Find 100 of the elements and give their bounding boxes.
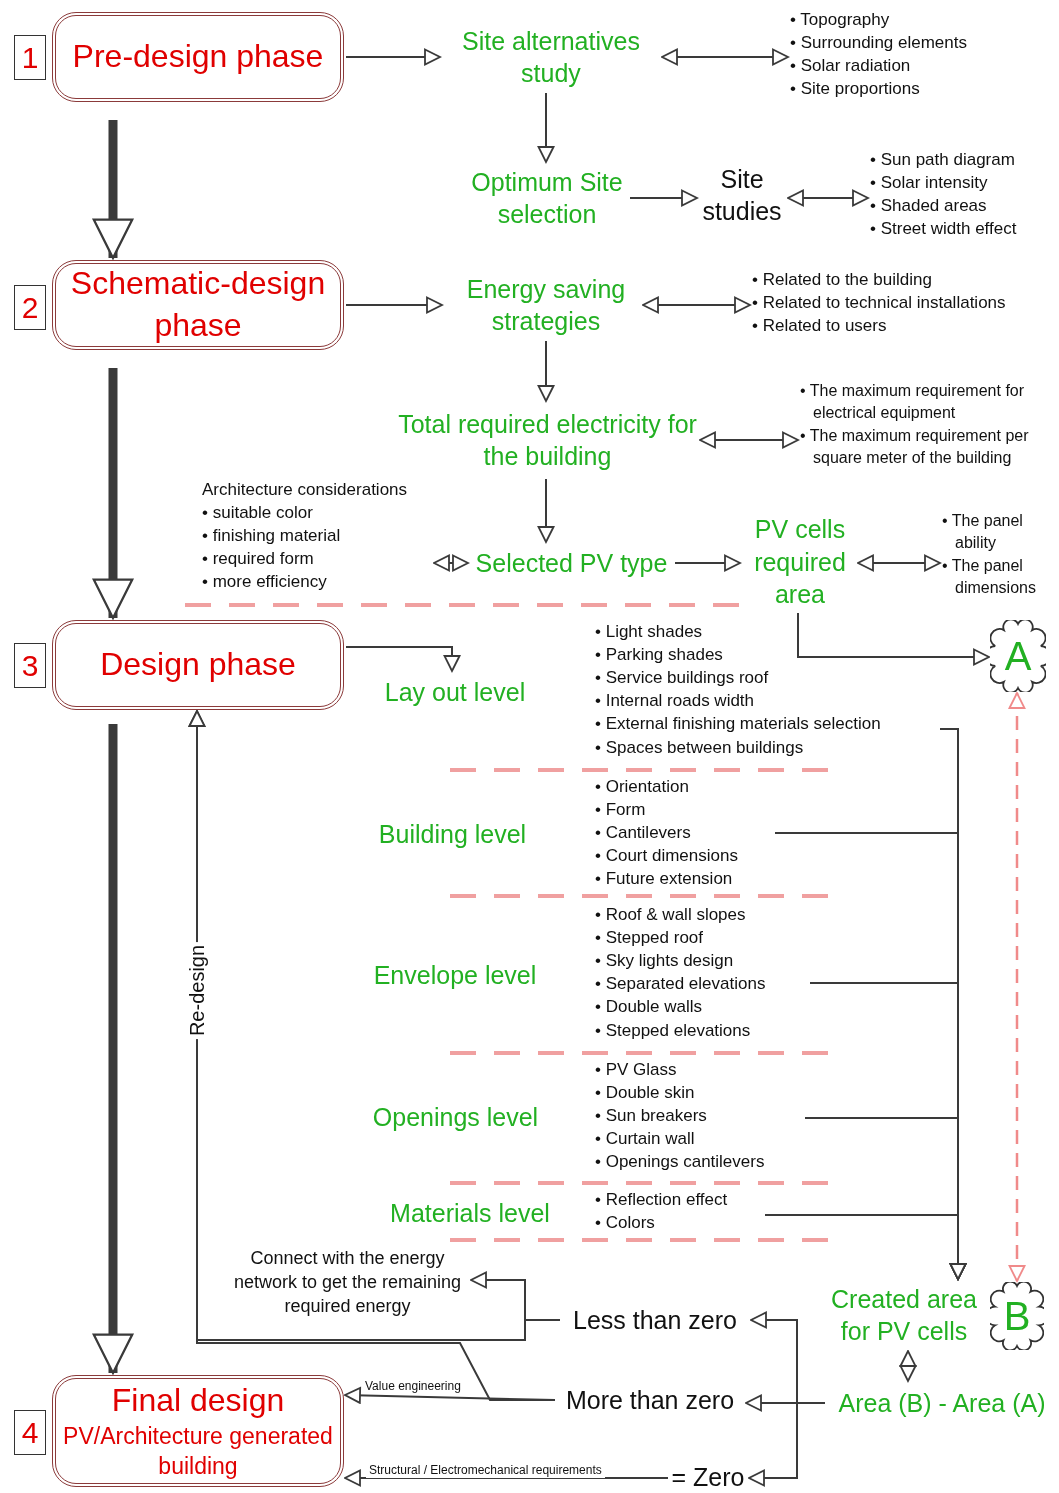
block-arrow xyxy=(92,368,134,620)
block-arrow xyxy=(92,120,134,260)
arrow xyxy=(748,1402,826,1487)
bullet-item: • Service buildings roof xyxy=(595,667,770,690)
phase-box xyxy=(52,12,344,102)
bullet-item: • External finishing materials selection xyxy=(595,713,882,736)
phase-box xyxy=(52,620,344,710)
phase-box xyxy=(52,260,344,350)
step-label: PV cells required area xyxy=(753,514,847,611)
step-number: 1 xyxy=(14,35,46,80)
step-number: 2 xyxy=(14,285,46,330)
phase-title: Design phase xyxy=(100,645,296,685)
arrow xyxy=(433,554,469,572)
step-label: Energy saving strategies xyxy=(465,273,627,337)
arrow xyxy=(699,431,799,449)
bullet-item: • Reflection effect xyxy=(595,1189,729,1211)
bullet-item: • required form xyxy=(202,548,315,571)
bullet-item: • Curtain wall xyxy=(595,1128,696,1151)
arrow xyxy=(797,612,990,666)
bullet-item: • Street width effect xyxy=(870,218,1018,241)
bullet-item: • Court dimensions xyxy=(595,845,739,868)
step-number: 4 xyxy=(14,1410,46,1455)
arrow xyxy=(661,48,789,66)
edge-label: Structural / Electromechanical requirements xyxy=(366,1462,605,1478)
bullet-item: • Related to users xyxy=(752,315,888,338)
bullet-item: • Light shades xyxy=(595,621,704,643)
outcome-label: Less than zero xyxy=(573,1304,737,1336)
bullet-item: • Parking shades xyxy=(595,644,724,667)
arrow xyxy=(537,478,555,543)
arrow xyxy=(642,296,751,314)
step-label: Total required electricity for the building xyxy=(397,408,698,472)
arrow xyxy=(344,1469,669,1487)
bullet-item: • suitable color xyxy=(202,502,314,525)
arrow xyxy=(787,189,869,207)
bullet-item: • Topography xyxy=(790,9,891,31)
arrow xyxy=(764,1214,967,1280)
bullet-item: • more efficiency xyxy=(202,571,328,594)
bullet-item: • Solar intensity xyxy=(870,172,989,195)
list-heading: Architecture considerations xyxy=(202,479,409,501)
outcome-label: Site studies xyxy=(701,163,783,227)
arrow xyxy=(344,1386,556,1404)
step-number: 3 xyxy=(14,643,46,688)
bullet-item: • Internal roads width xyxy=(595,690,756,713)
phase-box xyxy=(52,1375,344,1487)
arrow xyxy=(629,189,698,207)
bullet-item: • Future extension xyxy=(595,868,734,891)
bullet-item: • Related to the building xyxy=(752,269,933,291)
arrow xyxy=(537,340,555,402)
bullet-item: • Site proportions xyxy=(790,78,921,101)
phase-title: Schematic-design phase xyxy=(69,264,327,345)
bullet-item: • Stepped elevations xyxy=(595,1019,752,1042)
bullet-item: • The maximum requirement for electrical equipment xyxy=(800,381,1026,424)
step-label: Lay out level xyxy=(384,676,526,708)
phase-title: Final design xyxy=(111,1381,285,1421)
bullet-item: • Orientation xyxy=(595,776,690,798)
bullet-item: • Cantilevers xyxy=(595,822,692,845)
phase-subtitle: PV/Architecture generated building xyxy=(62,1421,334,1481)
bullet-item: • Double skin xyxy=(595,1082,696,1105)
bullet-item: • The panel ability xyxy=(942,511,1024,554)
bullet-item: • PV Glass xyxy=(595,1059,678,1081)
bullet-item: • Spaces between buildings xyxy=(595,736,805,759)
step-label: Materials level xyxy=(390,1197,550,1229)
bullet-item: • Separated elevations xyxy=(595,973,767,996)
bullet-item: • Stepped roof xyxy=(595,927,705,950)
arrow xyxy=(1008,692,1026,1282)
bullet-item: • Double walls xyxy=(595,996,704,1019)
bullet-item: • Related to technical installations xyxy=(752,292,1007,315)
outcome-label: More than zero xyxy=(565,1384,735,1416)
bullet-item: • Sun path diagram xyxy=(870,149,1016,171)
step-label: Optimum Site selection xyxy=(470,166,624,230)
step-label: Selected PV type xyxy=(475,547,668,579)
cloud-label: B xyxy=(1003,1293,1031,1339)
bullet-item: • The panel dimensions xyxy=(942,555,1037,599)
arrow xyxy=(345,296,443,314)
step-label: Envelope level xyxy=(373,959,537,991)
bullet-item: • Solar radiation xyxy=(790,55,912,78)
bullet-item: • Sun breakers xyxy=(595,1105,708,1128)
cloud-label: A xyxy=(1004,633,1032,679)
bullet-item: • Sky lights design xyxy=(595,950,735,973)
arrow xyxy=(345,48,441,66)
bullet-item: • Openings cantilevers xyxy=(595,1151,766,1174)
edge-label: Value engineering xyxy=(362,1378,464,1394)
bullet-item: • The maximum requirement per square meter of the building xyxy=(800,425,1030,469)
step-label: Area (B) - Area (A) xyxy=(838,1387,1046,1419)
arrow xyxy=(674,554,741,572)
outcome-label: = Zero xyxy=(671,1461,745,1493)
step-label: Building level xyxy=(378,818,527,850)
bullet-item: • Shaded areas xyxy=(870,195,988,218)
bullet-item: • finishing material xyxy=(202,525,342,548)
arrow xyxy=(345,646,461,672)
step-label: Site alternatives study xyxy=(461,25,641,89)
bullet-item: • Colors xyxy=(595,1212,656,1235)
note-text: Connect with the energy network to get the remaining required energy xyxy=(232,1246,463,1319)
bullet-item: • Roof & wall slopes xyxy=(595,904,747,926)
arrow xyxy=(857,554,941,572)
bullet-item: • Form xyxy=(595,799,647,822)
bullet-item: • Surrounding elements xyxy=(790,32,968,55)
arrow xyxy=(899,1350,917,1382)
phase-title: Pre-design phase xyxy=(72,37,324,77)
arrow xyxy=(537,92,555,163)
